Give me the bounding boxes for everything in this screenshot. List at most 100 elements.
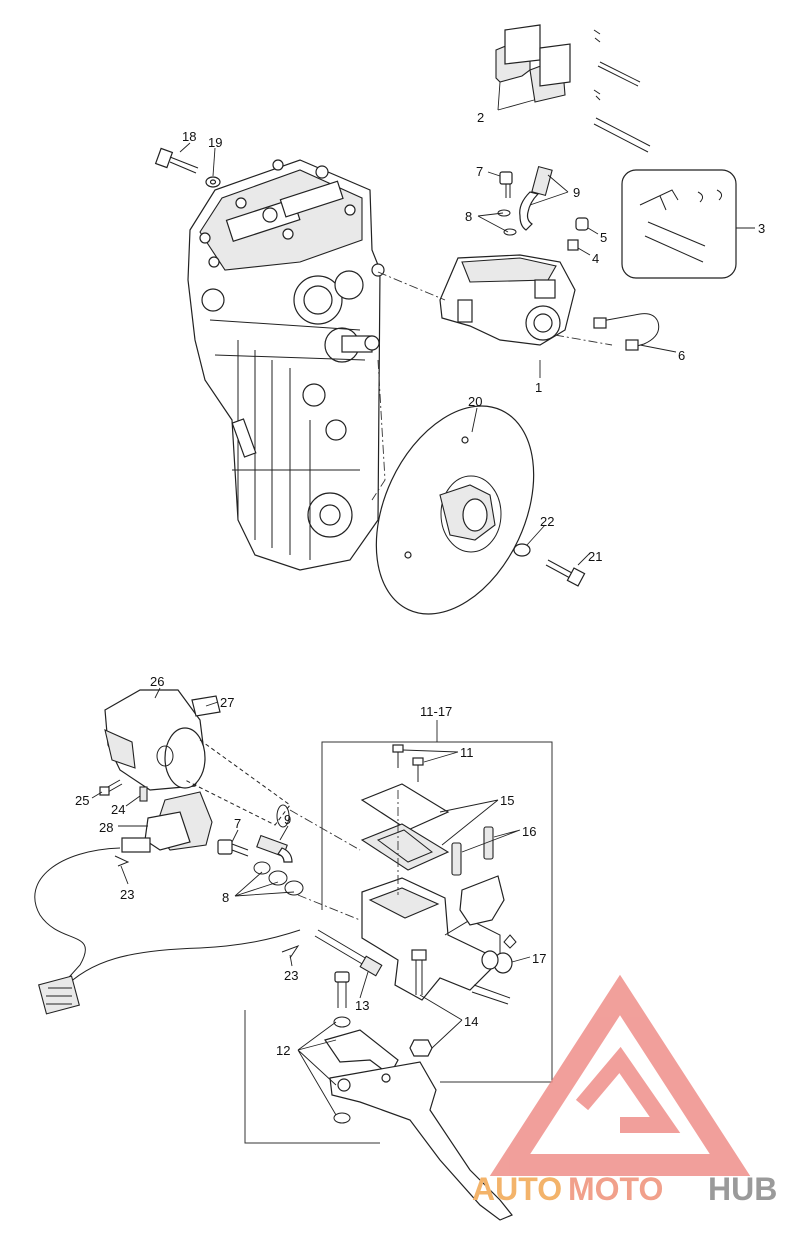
seal-ring-8c xyxy=(253,861,271,875)
callout-13: 13 xyxy=(355,998,369,1013)
leader-18 xyxy=(179,142,191,153)
callout-4: 4 xyxy=(592,251,599,266)
leader-14 xyxy=(419,994,463,1049)
lever-pivot-hole xyxy=(337,1078,351,1092)
brake-caliper xyxy=(439,254,576,346)
leader-16 xyxy=(461,829,521,853)
leader-7a xyxy=(487,171,501,177)
callout-7b: 7 xyxy=(234,816,241,831)
callout-26: 26 xyxy=(150,674,164,689)
callout-6: 6 xyxy=(678,348,685,363)
banjo-bolt-7 xyxy=(499,171,513,198)
leader-15 xyxy=(439,799,499,846)
callout-3: 3 xyxy=(758,221,765,236)
leader-4 xyxy=(577,247,591,256)
leader-2 xyxy=(497,81,535,111)
brake-disc xyxy=(375,405,535,615)
leader-22 xyxy=(526,524,546,546)
handlebar-clamp xyxy=(459,875,505,926)
callout-19: 19 xyxy=(208,135,222,150)
assembly-frame-11-17 xyxy=(321,741,553,1083)
grub-screw-24 xyxy=(139,786,148,802)
switch-28 xyxy=(121,791,213,853)
bolt-21 xyxy=(545,559,586,587)
screws-11 xyxy=(392,744,424,782)
callout-17: 17 xyxy=(532,951,546,966)
callout-25: 25 xyxy=(75,793,89,808)
watermark-text-hub: HUB xyxy=(708,1171,777,1207)
assembly-line-top-c xyxy=(554,334,613,346)
callout-7a: 7 xyxy=(476,164,483,179)
watermark-text-moto: MOTO xyxy=(568,1171,663,1207)
callout-9a: 9 xyxy=(573,185,580,200)
bolt-18 xyxy=(154,147,199,174)
brake-hose-fitting-9 xyxy=(519,165,553,231)
master-cylinder-body xyxy=(361,877,502,1001)
leader-13 xyxy=(359,971,369,999)
leader-11 xyxy=(402,749,459,763)
leader-8b xyxy=(234,871,295,897)
handlebar-end xyxy=(276,804,290,828)
connector-plug xyxy=(38,975,80,1015)
reservoir-cap-15 xyxy=(360,783,450,831)
switch-cable-2 xyxy=(61,929,301,991)
watermark-g-shape xyxy=(575,1046,681,1133)
cotter-23b xyxy=(281,944,300,959)
callout-5: 5 xyxy=(600,230,607,245)
assembly-line-bottom-a xyxy=(289,809,361,851)
watermark-triangle xyxy=(489,974,751,1176)
leader-8a xyxy=(477,212,509,233)
watermark-text-auto: AUTO xyxy=(472,1171,562,1207)
pad-pins xyxy=(593,29,651,153)
leader-5 xyxy=(587,227,599,235)
callout-27: 27 xyxy=(220,695,234,710)
callout-23a: 23 xyxy=(120,887,134,902)
pin-kit-items xyxy=(639,189,723,263)
assembly-frame-lever xyxy=(244,1010,380,1144)
seal-ring-8a xyxy=(497,209,511,217)
leader-27 xyxy=(205,701,219,707)
callout-21: 21 xyxy=(588,549,602,564)
leader-9a xyxy=(529,174,569,206)
pivot-parts-17 xyxy=(481,934,517,974)
callout-14: 14 xyxy=(464,1014,478,1029)
callout-23b: 23 xyxy=(284,968,298,983)
leader-9b xyxy=(279,825,289,841)
callout-8a: 8 xyxy=(465,209,472,224)
callout-24: 24 xyxy=(111,802,125,817)
seal-ring-8e xyxy=(284,880,304,896)
callout-11-17: 11-17 xyxy=(420,704,452,719)
leader-6 xyxy=(639,344,677,353)
callout-15: 15 xyxy=(500,793,514,808)
callout-1: 1 xyxy=(535,380,542,395)
watermark-logo xyxy=(489,974,751,1176)
callout-2: 2 xyxy=(477,110,484,125)
brake-lever xyxy=(329,1061,513,1221)
banjo-bolt-7b xyxy=(217,839,249,857)
callout-28: 28 xyxy=(99,820,113,835)
callout-8b: 8 xyxy=(222,890,229,905)
assembly-line-top-b xyxy=(371,359,386,501)
callout-20: 20 xyxy=(468,394,482,409)
callout-12: 12 xyxy=(276,1043,290,1058)
assembly-line-top-a xyxy=(377,271,446,301)
leader-26 xyxy=(154,687,161,699)
leader-7b xyxy=(231,829,239,843)
leader-23a xyxy=(120,865,129,885)
callout-18: 18 xyxy=(182,129,196,144)
clamp-screws-16 xyxy=(451,826,494,876)
bleed-screw-4 xyxy=(567,239,579,251)
leader-23b xyxy=(289,954,293,967)
gearbox-housing xyxy=(187,159,385,571)
caliper-bolts-6 xyxy=(593,313,660,351)
bleeder-cap-5 xyxy=(575,217,589,231)
cotter-23a xyxy=(114,855,130,867)
leader-21 xyxy=(577,552,591,566)
seal-ring-8b xyxy=(503,228,517,236)
callout-22: 22 xyxy=(540,514,554,529)
washer-19-hole xyxy=(209,179,217,185)
hose-fitting-9b xyxy=(256,834,293,863)
leader-20 xyxy=(471,407,478,433)
pin-kit-box xyxy=(621,169,737,279)
leader-25 xyxy=(91,791,103,799)
